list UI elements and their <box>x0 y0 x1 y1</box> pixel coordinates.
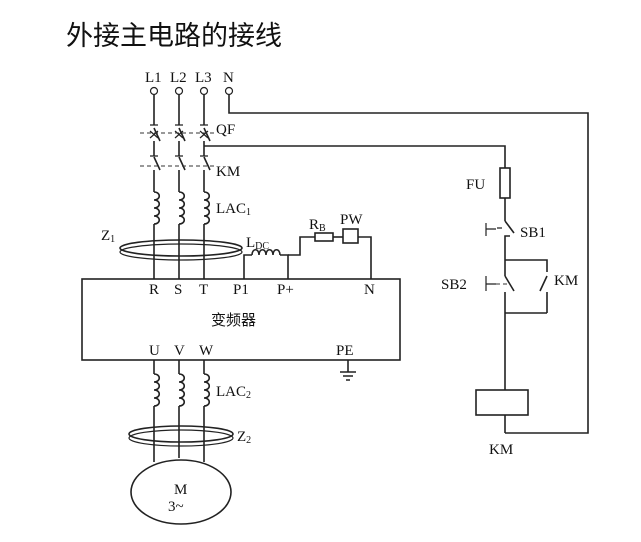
motor-label-M: M <box>174 482 187 498</box>
label-N-supply: N <box>223 70 234 86</box>
inverter-label: 变频器 <box>211 312 256 329</box>
inverter-box: R S T P1 P+ N 变频器 U V W PE <box>81 278 401 361</box>
label-KM-coil: KM <box>489 442 513 458</box>
neutral-wire <box>228 95 589 434</box>
terminal-R: R <box>149 282 159 298</box>
terminal-Pplus: P+ <box>277 282 294 298</box>
terminal-W: W <box>199 343 214 359</box>
brake-resistor <box>314 232 334 242</box>
label-Lac1: LAC1 <box>216 201 251 218</box>
label-QF: QF <box>216 122 235 138</box>
label-SB2: SB2 <box>441 277 467 293</box>
terminal-U: U <box>149 343 160 359</box>
contactor-KM-main: KM <box>140 155 240 192</box>
terminal-L3 <box>199 86 209 96</box>
phase-lines-upper <box>153 95 205 125</box>
control-supply-wire <box>204 145 506 168</box>
reactor-Lac1: LAC1 <box>153 191 251 279</box>
motor-label-phase: 3~ <box>168 499 184 515</box>
supply-terminals: L1 L2 L3 N <box>145 70 234 96</box>
label-L2: L2 <box>170 70 187 86</box>
ground-icon <box>340 360 356 381</box>
label-PW: PW <box>340 212 363 228</box>
reactor-Lac2: LAC2 <box>153 360 251 462</box>
coil-KM <box>475 389 529 416</box>
terminal-N <box>224 86 234 96</box>
terminal-PE: PE <box>336 343 354 359</box>
diagram-title: 外接主电路的接线 <box>66 21 282 52</box>
label-Z1: Z1 <box>101 228 115 245</box>
terminal-P1: P1 <box>233 282 249 298</box>
label-Rb: RB <box>309 217 326 234</box>
dc-link-circuit: LDC RB PW <box>243 212 372 279</box>
label-Lac2: LAC2 <box>216 384 251 401</box>
terminal-N: N <box>364 282 375 298</box>
ferrite-Z1: Z1 <box>101 228 243 261</box>
terminal-T: T <box>199 282 208 298</box>
label-L1: L1 <box>145 70 162 86</box>
terminal-L1 <box>149 86 159 96</box>
motor: M 3~ <box>130 459 232 525</box>
ferrite-Z2: Z2 <box>128 425 251 447</box>
label-Ldc: LDC <box>246 235 269 252</box>
breaker-QF: QF <box>140 122 235 156</box>
control-circuit: FU SB1 SB2 KM KM <box>441 167 578 458</box>
label-L3: L3 <box>195 70 212 86</box>
label-Z2: Z2 <box>237 429 251 446</box>
terminal-V: V <box>174 343 185 359</box>
fuse-FU <box>499 167 511 199</box>
terminal-S: S <box>174 282 182 298</box>
terminal-L2 <box>174 86 184 96</box>
pw-unit <box>342 228 359 244</box>
label-KM-main: KM <box>216 164 240 180</box>
label-FU: FU <box>466 177 485 193</box>
label-SB1: SB1 <box>520 225 546 241</box>
label-KM-aux: KM <box>554 273 578 289</box>
